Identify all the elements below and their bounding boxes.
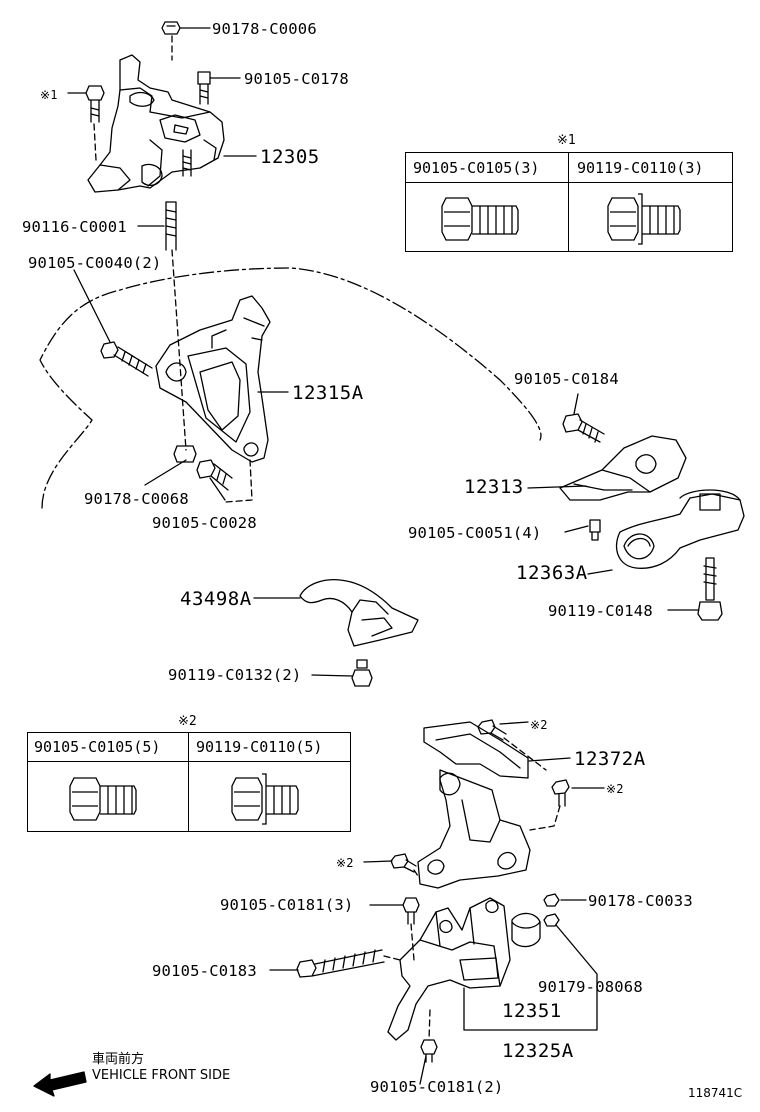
part-label-90178-c0068: 90178-C0068 (84, 490, 189, 508)
table1-col2: 90119-C0110(3) (577, 159, 704, 177)
part-label-90178-c0006: 90178-C0006 (212, 20, 317, 38)
marker-note-2b: ※2 (606, 782, 624, 796)
marker-note-2c: ※2 (336, 856, 354, 870)
bolt-icon-table1-b (607, 193, 681, 245)
part-label-12363a: 12363A (516, 562, 588, 584)
marker-note-1: ※1 (40, 88, 58, 102)
part-label-90105-c0178: 90105-C0178 (244, 70, 349, 88)
bolt-icon-table1-a (441, 197, 519, 241)
mount-12363a-drawing (615, 489, 745, 621)
part-label-90105-c0184: 90105-C0184 (514, 370, 619, 388)
part-label-12313: 12313 (464, 476, 524, 498)
bolt-icon-table2-b (231, 773, 299, 825)
part-label-43498a: 43498A (180, 588, 252, 610)
part-label-12325a: 12325A (502, 1040, 574, 1062)
part-label-90105-c0181-2: 90105-C0181(2) (370, 1078, 504, 1096)
part-label-90116-c0001: 90116-C0001 (22, 218, 127, 236)
part-label-12372a: 12372A (574, 748, 646, 770)
bolt-icon-table2-a (69, 777, 137, 821)
cover-43498a-drawing (299, 578, 419, 687)
table1-caption: ※1 (557, 133, 576, 148)
bolt-table-1: 90105-C0105(3) 90119-C0110(3) (405, 152, 733, 252)
engine-mount-12305-drawing (85, 21, 225, 251)
bracket-12325a-drawing (296, 893, 560, 1063)
front-label-en: VEHICLE FRONT SIDE (92, 1068, 231, 1083)
table2-col2: 90119-C0110(5) (196, 738, 323, 756)
part-label-90105-c0051: 90105-C0051(4) (408, 524, 542, 542)
marker-note-2a: ※2 (530, 718, 548, 732)
part-label-90179-08068: 90179-08068 (538, 978, 643, 996)
illustration-code: 118741C (688, 1086, 743, 1100)
part-label-90105-c0181-3: 90105-C0181(3) (220, 896, 354, 914)
front-label-jp: 車両前方 (92, 1052, 145, 1067)
part-label-90105-c0028: 90105-C0028 (152, 514, 257, 532)
part-label-12305: 12305 (260, 146, 320, 168)
bolt-table-2: 90105-C0105(5) 90119-C0110(5) (27, 732, 351, 832)
part-label-12351: 12351 (502, 1000, 562, 1022)
table2-caption: ※2 (178, 714, 197, 729)
table2-col1: 90105-C0105(5) (34, 738, 161, 756)
part-label-12315a: 12315A (292, 382, 364, 404)
mount-12313-drawing (559, 413, 687, 541)
table1-col1: 90105-C0105(3) (413, 159, 540, 177)
part-label-90119-c0132: 90119-C0132(2) (168, 666, 302, 684)
part-label-90178-c0033: 90178-C0033 (588, 892, 693, 910)
part-label-90105-c0183: 90105-C0183 (152, 962, 257, 980)
part-label-90105-c0040: 90105-C0040(2) (28, 254, 162, 272)
mount-12372a-drawing (390, 719, 570, 889)
part-label-90119-c0148: 90119-C0148 (548, 602, 653, 620)
bracket-12315a-drawing (100, 295, 271, 491)
